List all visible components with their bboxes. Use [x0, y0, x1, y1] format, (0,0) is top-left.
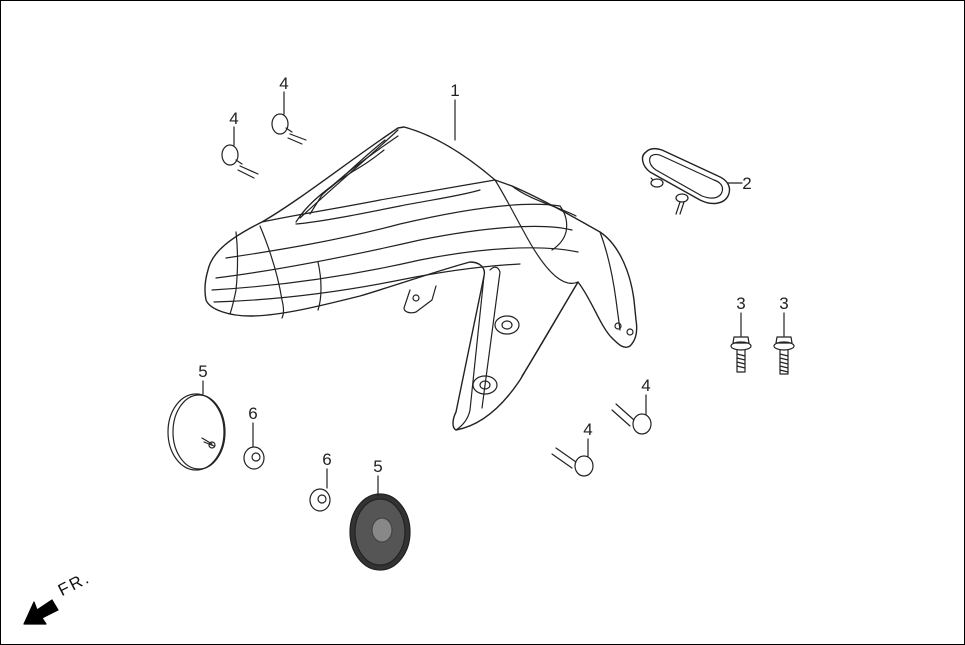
callout-6a: 6: [248, 404, 258, 423]
flange-nut-part: [243, 446, 331, 512]
flange-bolt-part: [730, 336, 795, 375]
callout-6b: 6: [322, 450, 332, 469]
callout-3b: 3: [779, 294, 789, 313]
front-direction-arrow-icon: [23, 599, 59, 625]
callout-5a: 5: [198, 362, 208, 381]
callout-2: 2: [742, 174, 752, 193]
screw-part: [221, 113, 652, 477]
bracket-clip-part: [641, 147, 731, 215]
callout-1: 1: [450, 81, 460, 100]
callout-4a: 4: [279, 74, 289, 93]
callout-3a: 3: [736, 294, 746, 313]
front-fender-part: [204, 126, 638, 431]
callout-4c: 4: [641, 376, 651, 395]
callout-4b: 4: [229, 109, 239, 128]
callout-5b: 5: [373, 457, 383, 476]
reflector-part: [167, 393, 411, 571]
callout-4d: 4: [583, 420, 593, 439]
